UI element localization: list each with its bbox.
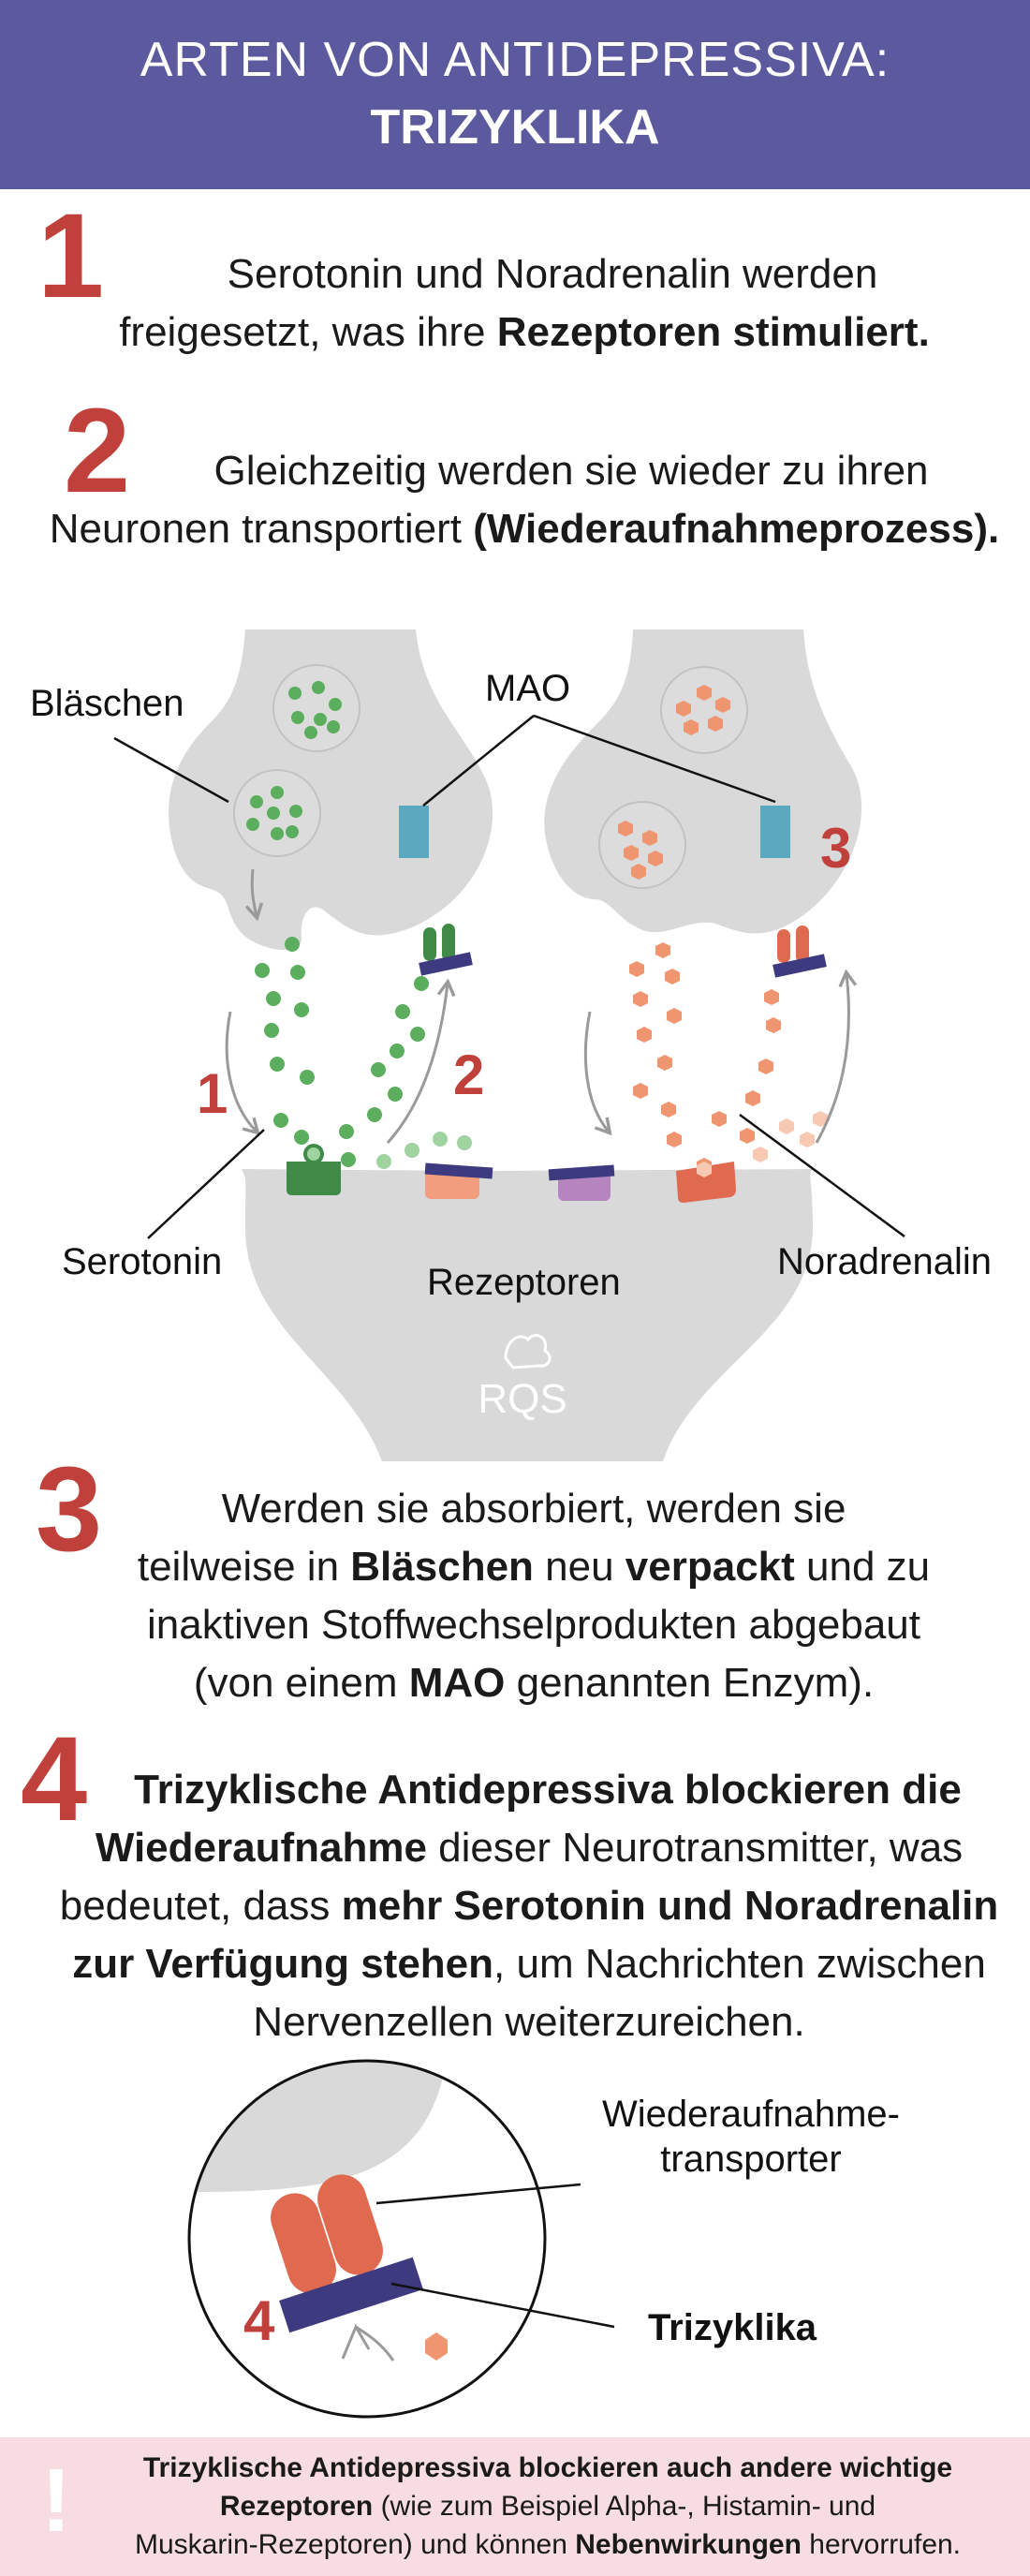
- zoom-tricyclic-blocker: [279, 2257, 423, 2333]
- leader-vesicles: [113, 736, 229, 804]
- step-4-text-c: dieser Neurotransmitter, was: [426, 1825, 964, 1871]
- marker-3: 3: [820, 817, 851, 880]
- label-serotonin: Serotonin: [62, 1241, 222, 1282]
- zoom-transporter: [271, 2174, 383, 2294]
- marker-2: 2: [453, 1044, 484, 1106]
- zoom-blocked-arrow: [355, 2325, 395, 2361]
- step-2-number: 2: [64, 384, 131, 518]
- reuptake-transporter-right: [772, 925, 827, 978]
- title-line-1: ARTEN VON ANTIDEPRESSIVA:: [140, 33, 890, 87]
- step-3-text-a: Werden sie absorbiert, werden sie: [221, 1486, 846, 1532]
- postsynaptic-neuron: [242, 1169, 813, 1461]
- step-3-text-g: inaktiven Stoffwechselprodukten abgebaut: [147, 1602, 920, 1648]
- warning-text-e: Nebenwirkungen: [575, 2529, 802, 2560]
- marker-1: 1: [197, 1062, 228, 1125]
- leader-drug: [390, 2282, 615, 2329]
- release-arrow: [244, 868, 264, 922]
- step-3-text-i: MAO: [408, 1660, 506, 1706]
- receptor-purple: [548, 1164, 615, 1201]
- receptor-red: [676, 1162, 736, 1203]
- vesicle-right-top: [660, 666, 748, 754]
- label-receptors: Rezeptoren: [427, 1262, 621, 1303]
- step-3-number: 3: [36, 1443, 103, 1577]
- step-2-text-c: (Wiederaufnahmeprozess).: [473, 506, 1000, 552]
- step-3-text-c: Bläschen: [350, 1544, 534, 1590]
- step-2-text-b: Neuronen transportiert: [49, 506, 474, 552]
- header-banner: ARTEN VON ANTIDEPRESSIVA: TRIZYKLIKA: [0, 0, 1030, 189]
- warning-text-c: (wie zum Beispiel Alpha-, Histamin- und: [373, 2491, 876, 2522]
- step-1-text-b: freigesetzt, was ihre: [119, 309, 497, 355]
- warning-text-f: hervorrufen.: [801, 2529, 962, 2560]
- mao-enzyme-left: [399, 806, 429, 858]
- mao-enzyme-right: [760, 806, 790, 858]
- exclamation-icon: !: [41, 2450, 71, 2551]
- warning-text-b: Rezeptoren: [219, 2491, 374, 2522]
- release-arrow-left: [225, 1011, 260, 1135]
- step-3-text-j: genannten Enzym).: [505, 1660, 875, 1706]
- receptor-green: [287, 1162, 341, 1195]
- leader-serotonin: [147, 1129, 265, 1239]
- step-4-text-d: bedeutet, dass: [59, 1883, 342, 1929]
- step-3-text-b: teilweise in: [137, 1544, 351, 1590]
- vesicle-left-bottom: [233, 769, 321, 857]
- serotonin-particles: [255, 937, 472, 1169]
- leader-mao-left: [422, 715, 535, 807]
- step-1-text-a: Serotonin und Noradrenalin werden: [227, 251, 878, 297]
- title-line-2: TRIZYKLIKA: [370, 100, 660, 155]
- label-vesicles: Bläschen: [30, 683, 184, 724]
- step-3-text-h: (von einem: [193, 1660, 409, 1706]
- step-3-text-e: verpackt: [625, 1544, 795, 1590]
- leader-noradrenalin: [739, 1113, 905, 1238]
- label-drug: Trizyklika: [648, 2307, 817, 2348]
- label-noradrenalin: Noradrenalin: [777, 1241, 992, 1282]
- vesicle-left-top: [272, 664, 360, 752]
- warning-text: Trizyklische Antidepressiva blockieren a…: [103, 2449, 993, 2564]
- label-transporter-line2: transporter: [660, 2139, 841, 2180]
- release-arrow-right: [583, 1011, 612, 1136]
- svg-text:RQS: RQS: [478, 1376, 566, 1422]
- step-2-text-a: Gleichzeitig werden sie wieder zu ihren: [213, 448, 929, 494]
- vesicle-right-bottom: [598, 801, 686, 889]
- step-3-text-d: neu: [533, 1544, 625, 1590]
- reuptake-arrow-right: [815, 969, 858, 1144]
- step-4-text-f: zur Verfügung stehen: [72, 1941, 494, 1987]
- step-1-text-c: Rezeptoren stimuliert.: [496, 309, 930, 355]
- step-4-text-a: Trizyklische Antidepressiva blockieren d…: [134, 1767, 962, 1813]
- leader-mao-right: [533, 714, 776, 804]
- label-transporter-line1: Wiederaufnahme-: [602, 2094, 900, 2135]
- reuptake-arrow-left: [386, 978, 456, 1145]
- step-4-text: Trizyklische Antidepressiva blockieren d…: [37, 1761, 1021, 2051]
- step-3-text: Werden sie absorbiert, werden sie teilwe…: [84, 1480, 983, 1712]
- synapse-diagram: 1 2 3 Bläschen MAO Serotonin Rezeptoren …: [30, 629, 992, 1461]
- step-4-text-h: Nervenzellen weiterzureichen.: [253, 1999, 805, 2045]
- leader-transporter: [375, 2183, 581, 2205]
- zoom-marker-4: 4: [243, 2289, 275, 2352]
- step-2-text: Gleichzeitig werden sie wieder zu ihren …: [19, 442, 1030, 558]
- label-mao: MAO: [485, 668, 570, 709]
- presynaptic-neuron-left: [169, 629, 493, 951]
- zoom-noradrenalin: [425, 2332, 448, 2361]
- warning-text-a: Trizyklische Antidepressiva blockieren a…: [142, 2452, 953, 2483]
- rqs-logo: RQS: [478, 1334, 567, 1422]
- warning-box: ! Trizyklische Antidepressiva blockieren…: [0, 2437, 1030, 2576]
- step-4-text-e: mehr Serotonin und Noradrenalin: [341, 1883, 999, 1929]
- transporter-zoom-diagram: 4 Wiederaufnahme- transporter Trizyklika: [187, 2059, 900, 2419]
- step-1-number: 1: [37, 189, 105, 323]
- warning-text-d: Muskarin-Rezeptoren) und können: [134, 2529, 576, 2560]
- step-3-text-f: und zu: [794, 1544, 931, 1590]
- reuptake-transporter-left: [419, 924, 473, 976]
- step-1-text: Serotonin und Noradrenalin werden freige…: [37, 245, 1011, 362]
- step-4-text-g: , um Nachrichten zwischen: [493, 1941, 986, 1987]
- step-4-text-b: Wiederaufnahme: [95, 1825, 427, 1871]
- noradrenalin-particles: [629, 942, 828, 1174]
- step-4-number: 4: [21, 1712, 88, 1846]
- receptor-salmon: [424, 1162, 493, 1199]
